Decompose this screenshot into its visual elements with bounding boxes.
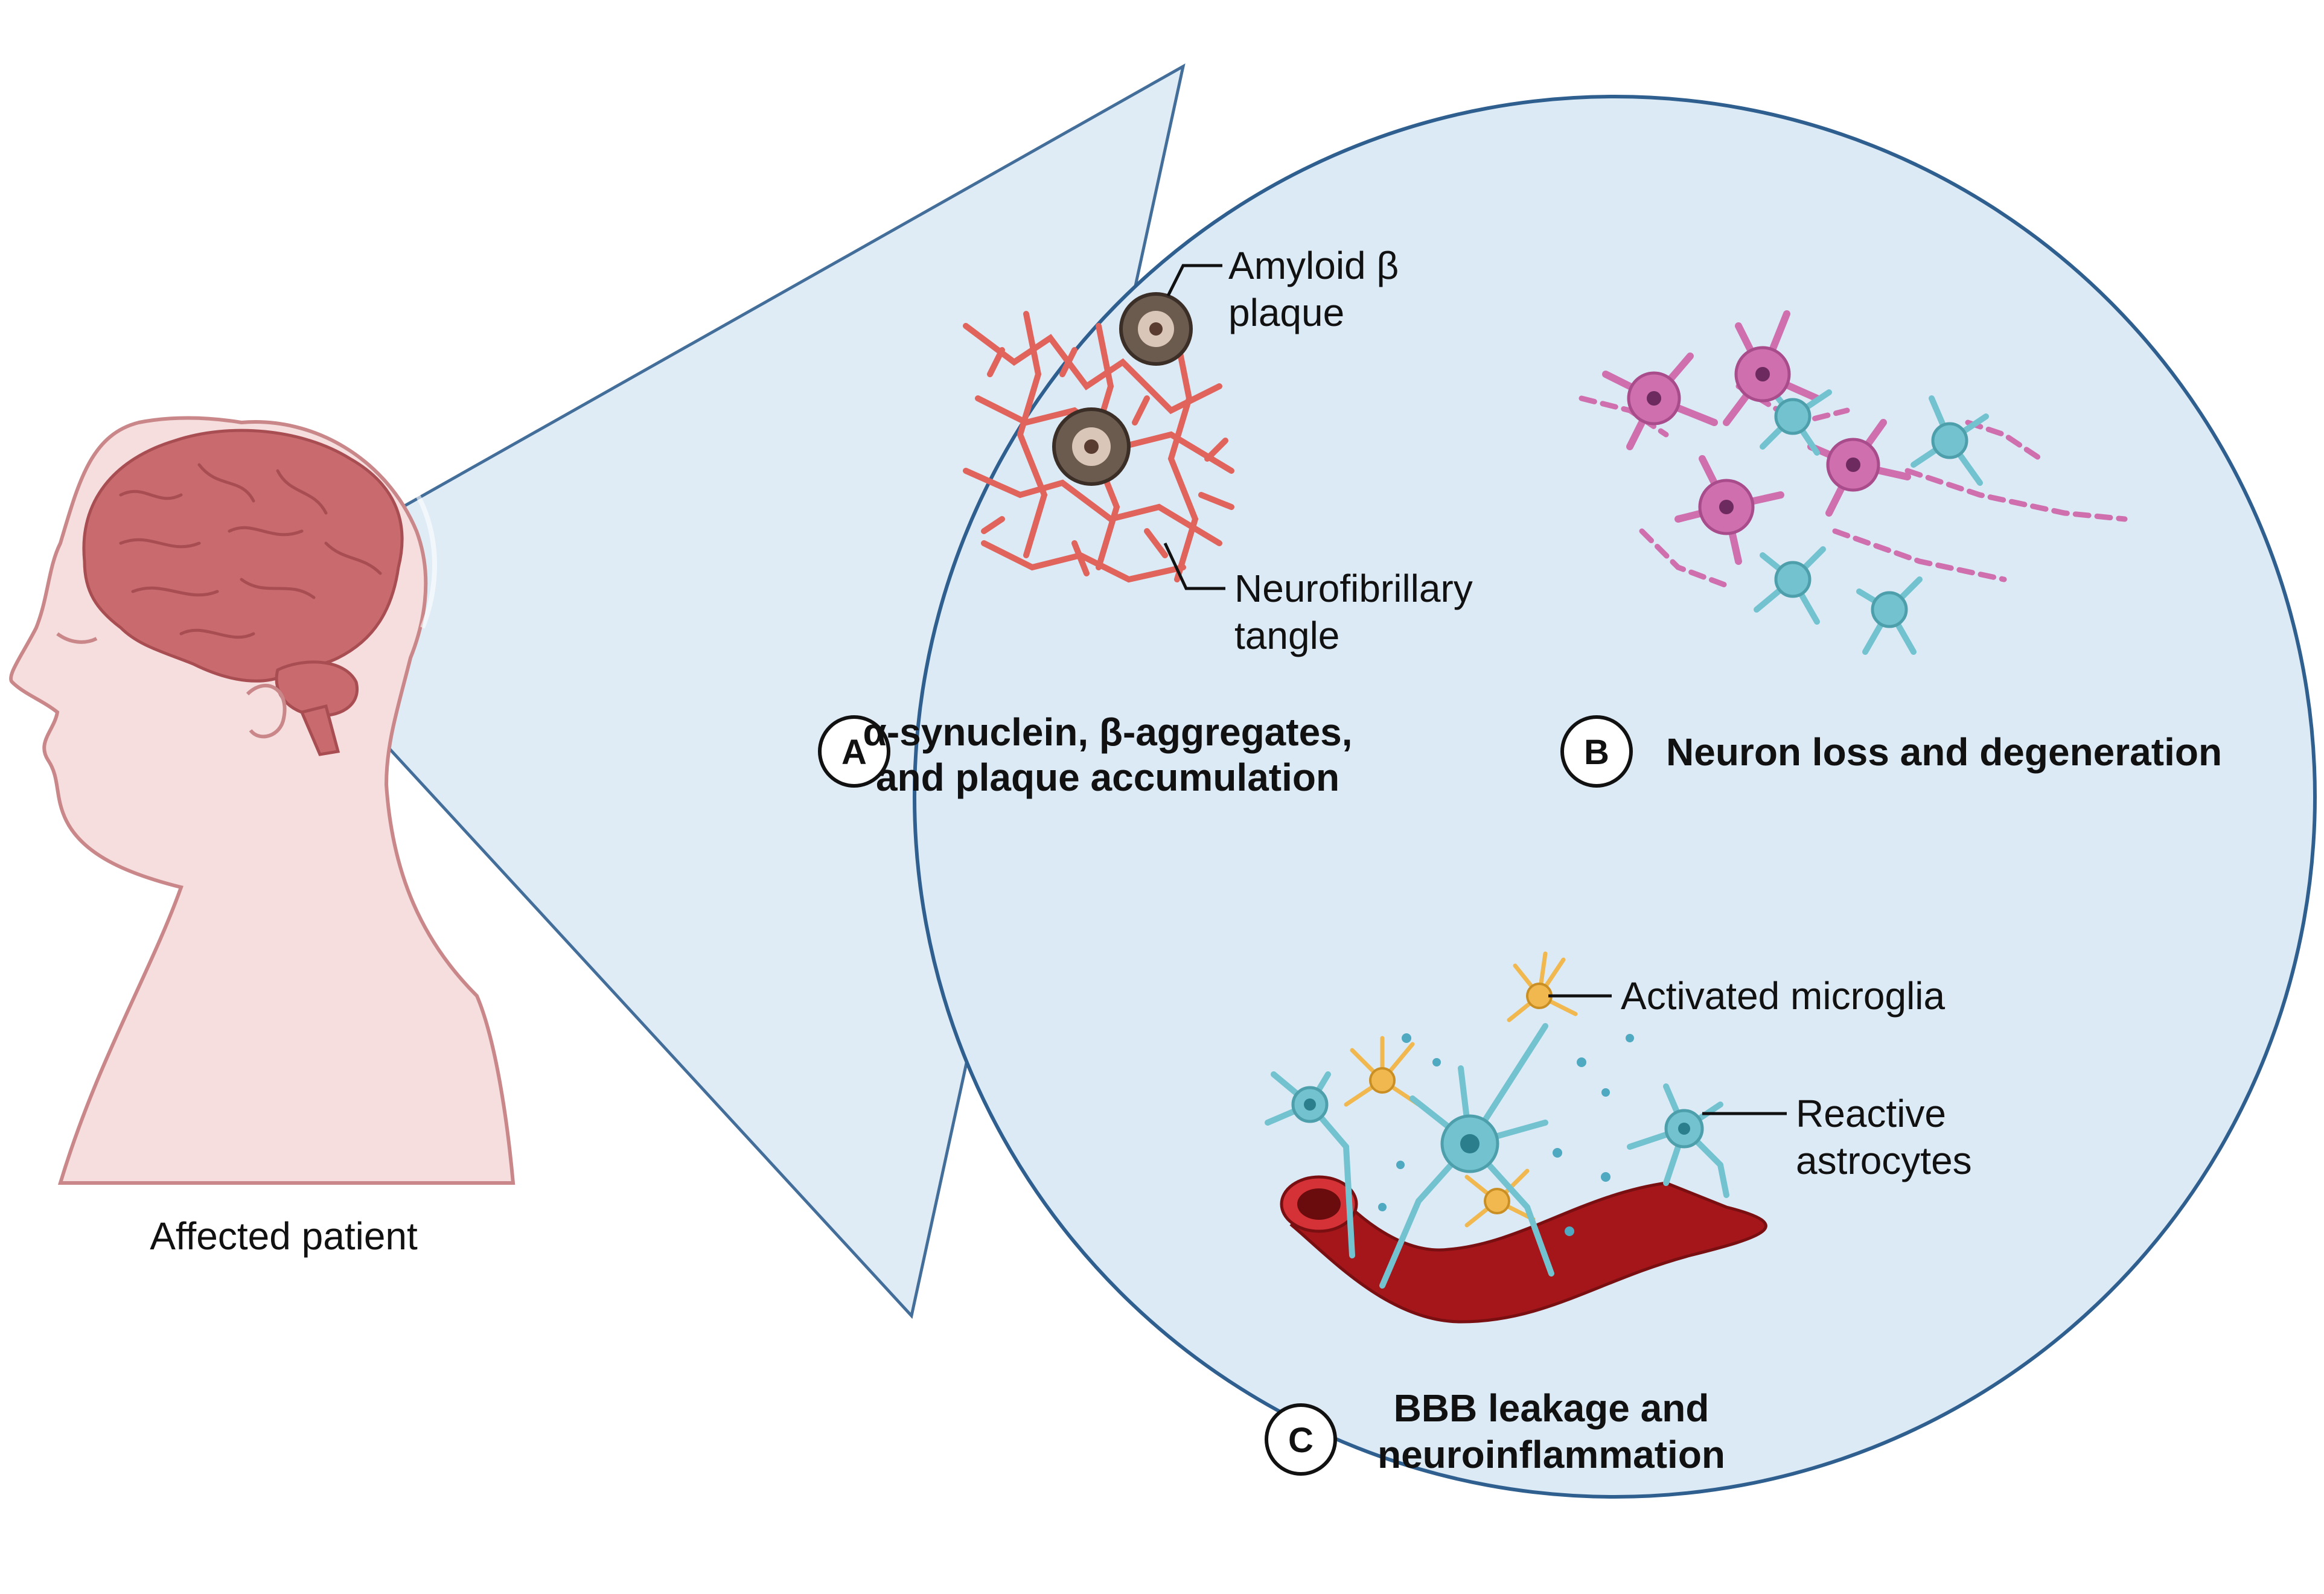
panel-a-title-line2: and plaque accumulation (876, 756, 1339, 799)
astrocyte-label-line1: Reactive (1796, 1092, 1946, 1135)
brain-folds (119, 463, 382, 639)
vessel-lumen-inner (1297, 1188, 1341, 1220)
blood-vessel (1289, 1181, 1767, 1324)
astrocyte-nuclei (1304, 1098, 1690, 1153)
skull-outline-overlay (385, 456, 437, 629)
microglia-label: Activated microglia (1621, 974, 1946, 1018)
tangle-label-line2: tangle (1234, 614, 1339, 657)
amyloid-plaque-center (1052, 407, 1131, 486)
svg-text:B: B (1584, 733, 1609, 772)
tangle-leader-line (1163, 542, 1225, 590)
microglia-processes (1344, 951, 1578, 1228)
panel-c-title-line1: BBB leakage and (1394, 1386, 1709, 1430)
panel-b-illustration (1579, 310, 2128, 655)
plaque-label-line2: plaque (1228, 291, 1344, 334)
astrocyte-processes (1265, 1023, 1729, 1289)
patient-caption: Affected patient (150, 1214, 418, 1258)
plaque-leader-line (1166, 264, 1222, 297)
brain-shape (82, 429, 404, 683)
panel-c-badge: C (1265, 1403, 1337, 1476)
plaque-label-line1: Amyloid β (1228, 244, 1399, 287)
microglia-somas (1369, 983, 1553, 1214)
svg-text:C: C (1288, 1421, 1314, 1460)
brainstem (299, 704, 340, 756)
amyloid-plaque-top (1119, 292, 1193, 366)
closed-eye (56, 632, 98, 644)
pink-neuron-nuclei (1647, 367, 1860, 514)
panel-c-illustration (1265, 951, 1787, 1324)
tangle-label-line1: Neurofibrillary (1234, 567, 1473, 610)
panel-b-title: Neuron loss and degeneration (1666, 730, 2222, 774)
astrocyte-label-line2: astrocytes (1796, 1139, 1972, 1182)
panel-a-badge: A (818, 715, 890, 788)
panel-c-title-line2: neuroinflammation (1377, 1433, 1725, 1476)
panel-a-illustration (963, 264, 1234, 590)
panel-b-badge: B (1560, 715, 1633, 788)
svg-text:A: A (841, 733, 867, 772)
inflammatory-particles (1378, 1033, 1634, 1236)
panel-a-title-line1: α-synuclein, β-aggregates, (863, 710, 1352, 754)
ear (246, 683, 287, 739)
patient-head-illustration (9, 416, 516, 1185)
cyan-astrocyte-somas (1774, 398, 1968, 628)
